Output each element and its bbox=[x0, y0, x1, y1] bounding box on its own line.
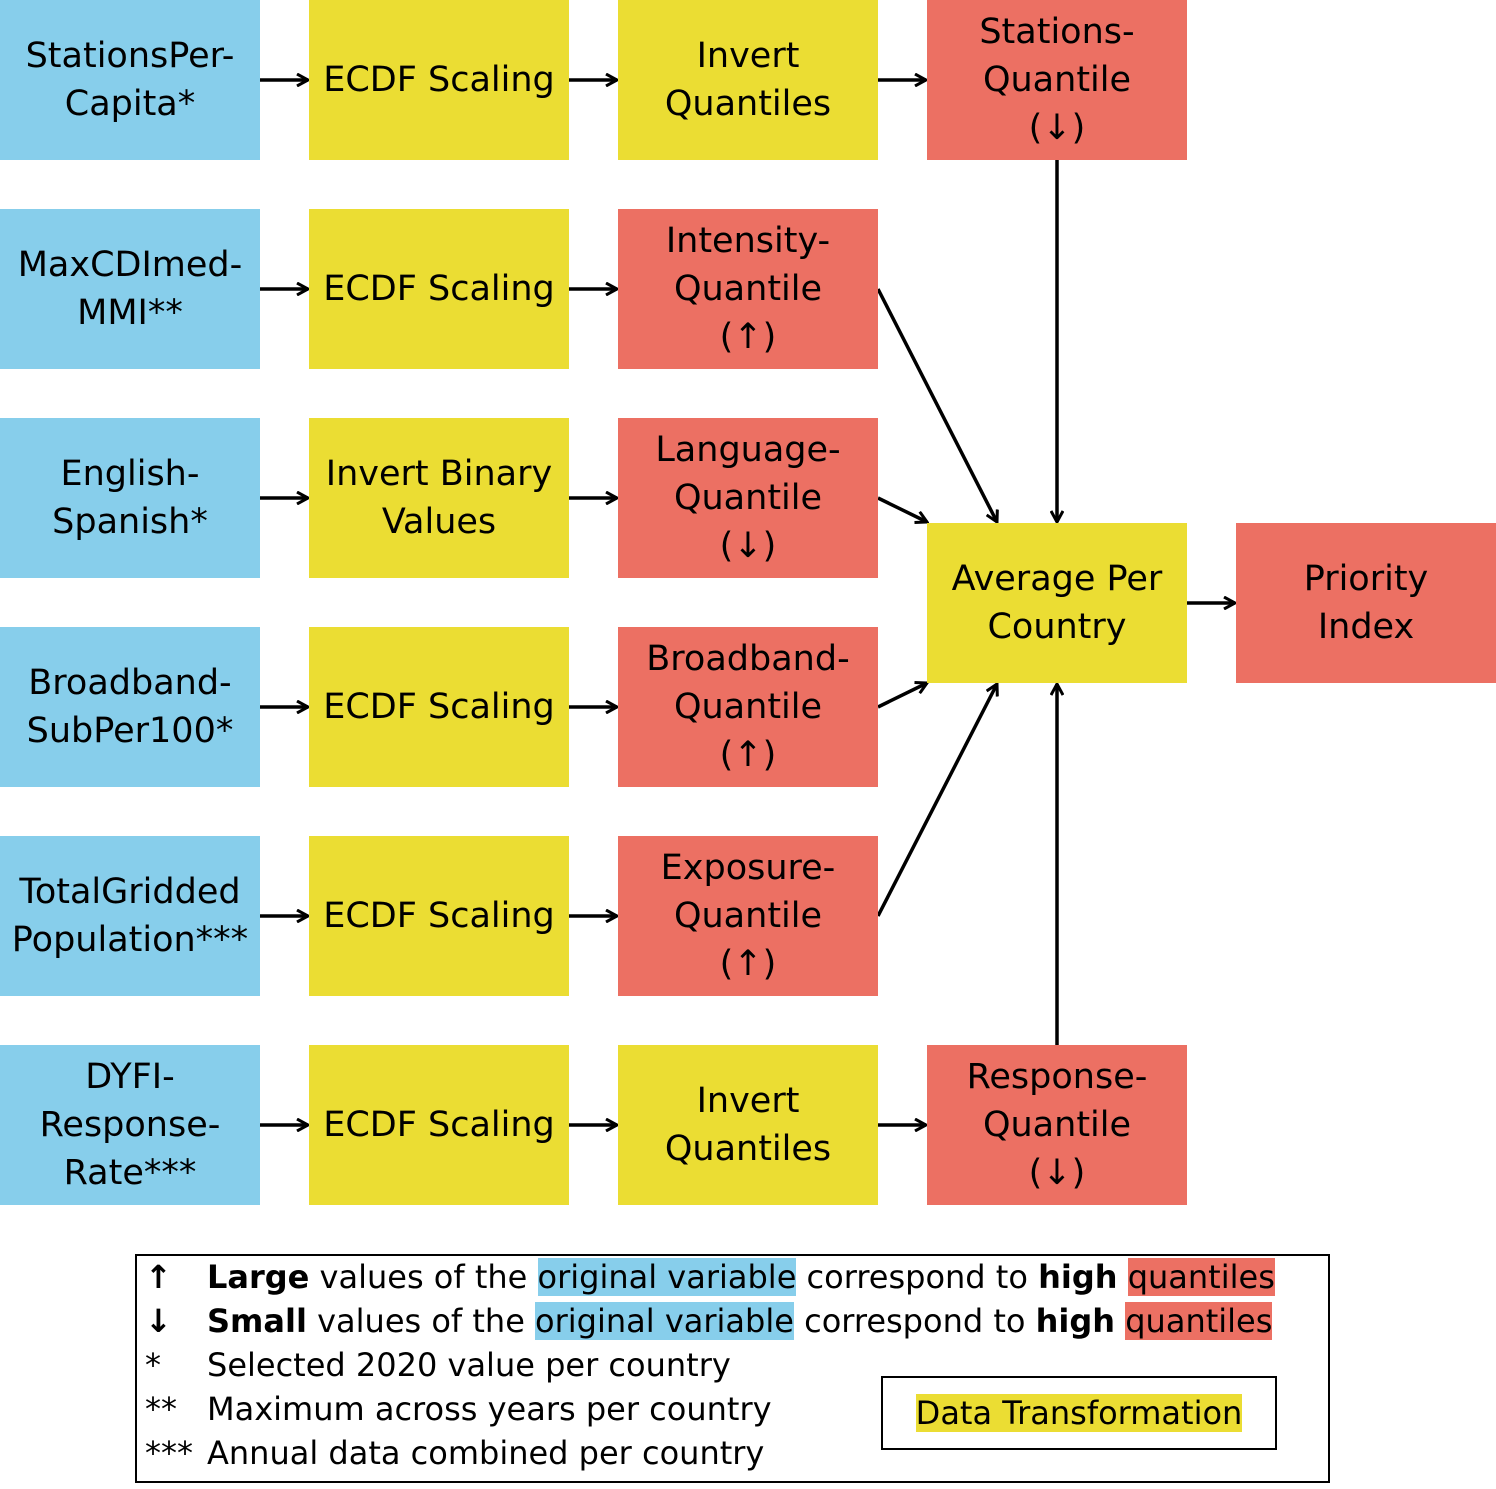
arrow bbox=[876, 684, 997, 917]
note-text: Selected 2020 value per country bbox=[207, 1346, 731, 1384]
broadband-quantile: Broadband- Quantile (↑) bbox=[618, 627, 878, 787]
transform-ecdf-scaling: ECDF Scaling bbox=[309, 627, 569, 787]
transform-ecdf-scaling: ECDF Scaling bbox=[309, 0, 569, 160]
note-text: Maximum across years per country bbox=[207, 1390, 772, 1428]
legend-highlight-original: original variable bbox=[537, 1258, 797, 1296]
input-dyfi-response-rate: DYFI- Response- Rate*** bbox=[0, 1045, 260, 1205]
legend-text: correspond to bbox=[793, 1302, 1036, 1340]
note-symbol: ** bbox=[145, 1390, 177, 1428]
legend-highlight-quantiles: quantiles bbox=[1127, 1258, 1275, 1296]
arrow bbox=[877, 683, 927, 709]
note-text: Annual data combined per country bbox=[207, 1434, 765, 1472]
legend-bold: Small bbox=[207, 1302, 307, 1340]
legend-note: ** Maximum across years per country bbox=[145, 1390, 772, 1428]
input-maxcdimed-mmi: MaxCDImed- MMI** bbox=[0, 209, 260, 369]
input-stations-per-capita: StationsPer- Capita* bbox=[0, 0, 260, 160]
transform-ecdf-scaling: ECDF Scaling bbox=[309, 1045, 569, 1205]
arrow bbox=[876, 288, 997, 522]
legend-text: values of the bbox=[306, 1302, 536, 1340]
arrow bbox=[877, 496, 927, 522]
language-quantile: Language- Quantile (↓) bbox=[618, 418, 878, 578]
note-symbol: *** bbox=[145, 1434, 193, 1472]
input-broadband-subper100: Broadband- SubPer100* bbox=[0, 627, 260, 787]
input-total-gridded-population: TotalGridded Population*** bbox=[0, 836, 260, 996]
average-per-country: Average Per Country bbox=[927, 523, 1187, 683]
exposure-quantile: Exposure- Quantile (↑) bbox=[618, 836, 878, 996]
transform-ecdf-scaling: ECDF Scaling bbox=[309, 209, 569, 369]
legend-bold: Large bbox=[207, 1258, 310, 1296]
legend: ↑ Large values of the original variable c… bbox=[135, 1254, 1330, 1483]
legend-highlight-original: original variable bbox=[535, 1302, 794, 1340]
legend-note: * Selected 2020 value per country bbox=[145, 1346, 731, 1384]
legend-bold: high bbox=[1038, 1258, 1118, 1296]
input-english-spanish: English- Spanish* bbox=[0, 418, 260, 578]
arrow-up-icon: ↑ bbox=[145, 1258, 172, 1296]
priority-index: Priority Index bbox=[1236, 523, 1496, 683]
legend-down: ↓ Small values of the original variable c… bbox=[145, 1302, 1273, 1340]
legend-note: *** Annual data combined per country bbox=[145, 1434, 764, 1472]
data-transformation-label: Data Transformation bbox=[915, 1394, 1243, 1432]
note-symbol: * bbox=[145, 1346, 161, 1384]
legend-bold: high bbox=[1035, 1302, 1116, 1340]
arrow-down-icon: ↓ bbox=[145, 1302, 172, 1340]
legend-text: values of the bbox=[309, 1258, 538, 1296]
stations-quantile: Stations- Quantile (↓) bbox=[927, 0, 1187, 160]
legend-up: ↑ Large values of the original variable c… bbox=[145, 1258, 1275, 1296]
intensity-quantile: Intensity- Quantile (↑) bbox=[618, 209, 878, 369]
transform-invert-quantiles: Invert Quantiles bbox=[618, 1045, 878, 1205]
legend-highlight-quantiles: quantiles bbox=[1125, 1302, 1273, 1340]
transform-invert-binary: Invert Binary Values bbox=[309, 418, 569, 578]
response-quantile: Response- Quantile (↓) bbox=[927, 1045, 1187, 1205]
legend-data-transformation: Data Transformation bbox=[881, 1376, 1277, 1450]
transform-ecdf-scaling: ECDF Scaling bbox=[309, 836, 569, 996]
transform-invert-quantiles: Invert Quantiles bbox=[618, 0, 878, 160]
legend-text: correspond to bbox=[796, 1258, 1039, 1296]
